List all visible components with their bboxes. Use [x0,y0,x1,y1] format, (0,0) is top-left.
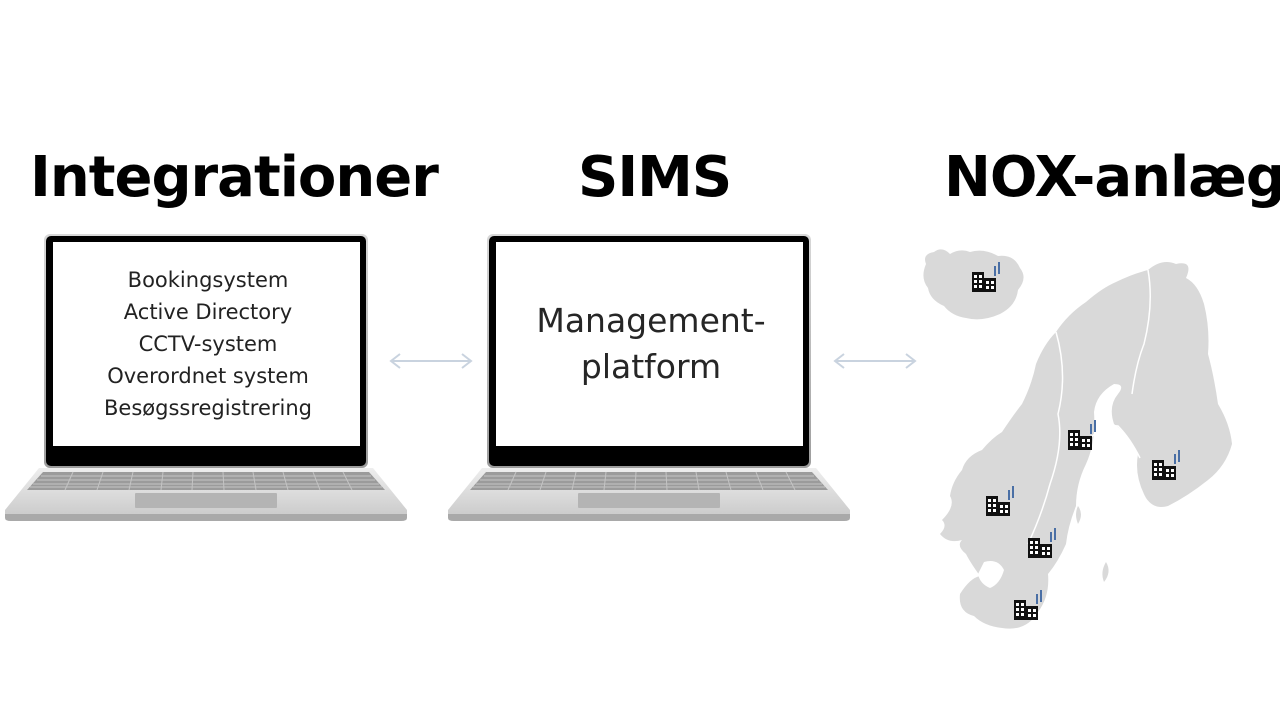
integrations-screen: Bookingsystem Active Directory CCTV-syst… [53,241,363,447]
integration-item: Besøgssregistrering [104,396,312,420]
sims-screen: Management- platform [496,241,806,447]
denmark-shape [978,506,1109,588]
double-arrow-icon [833,353,917,369]
integration-item: CCTV-system [138,332,278,356]
integrations-list: Bookingsystem Active Directory CCTV-syst… [104,264,312,424]
platform-line-1: Management- [536,301,766,340]
sims-laptop: Management- platform [446,232,852,522]
sims-heading: SIMS [578,145,732,210]
integrationer-heading: Integrationer [30,145,439,210]
double-arrow-icon [389,353,473,369]
integrations-laptop: Bookingsystem Active Directory CCTV-syst… [3,232,409,522]
integration-item: Active Directory [123,300,293,324]
laptop-icon [5,234,407,521]
platform-line-2: platform [580,347,722,386]
nox-heading: NOX-anlæg [944,145,1280,210]
integration-item: Overordnet system [107,364,309,388]
laptop-icon [448,234,850,521]
nordic-map [923,249,1232,629]
integration-item: Bookingsystem [127,268,289,292]
